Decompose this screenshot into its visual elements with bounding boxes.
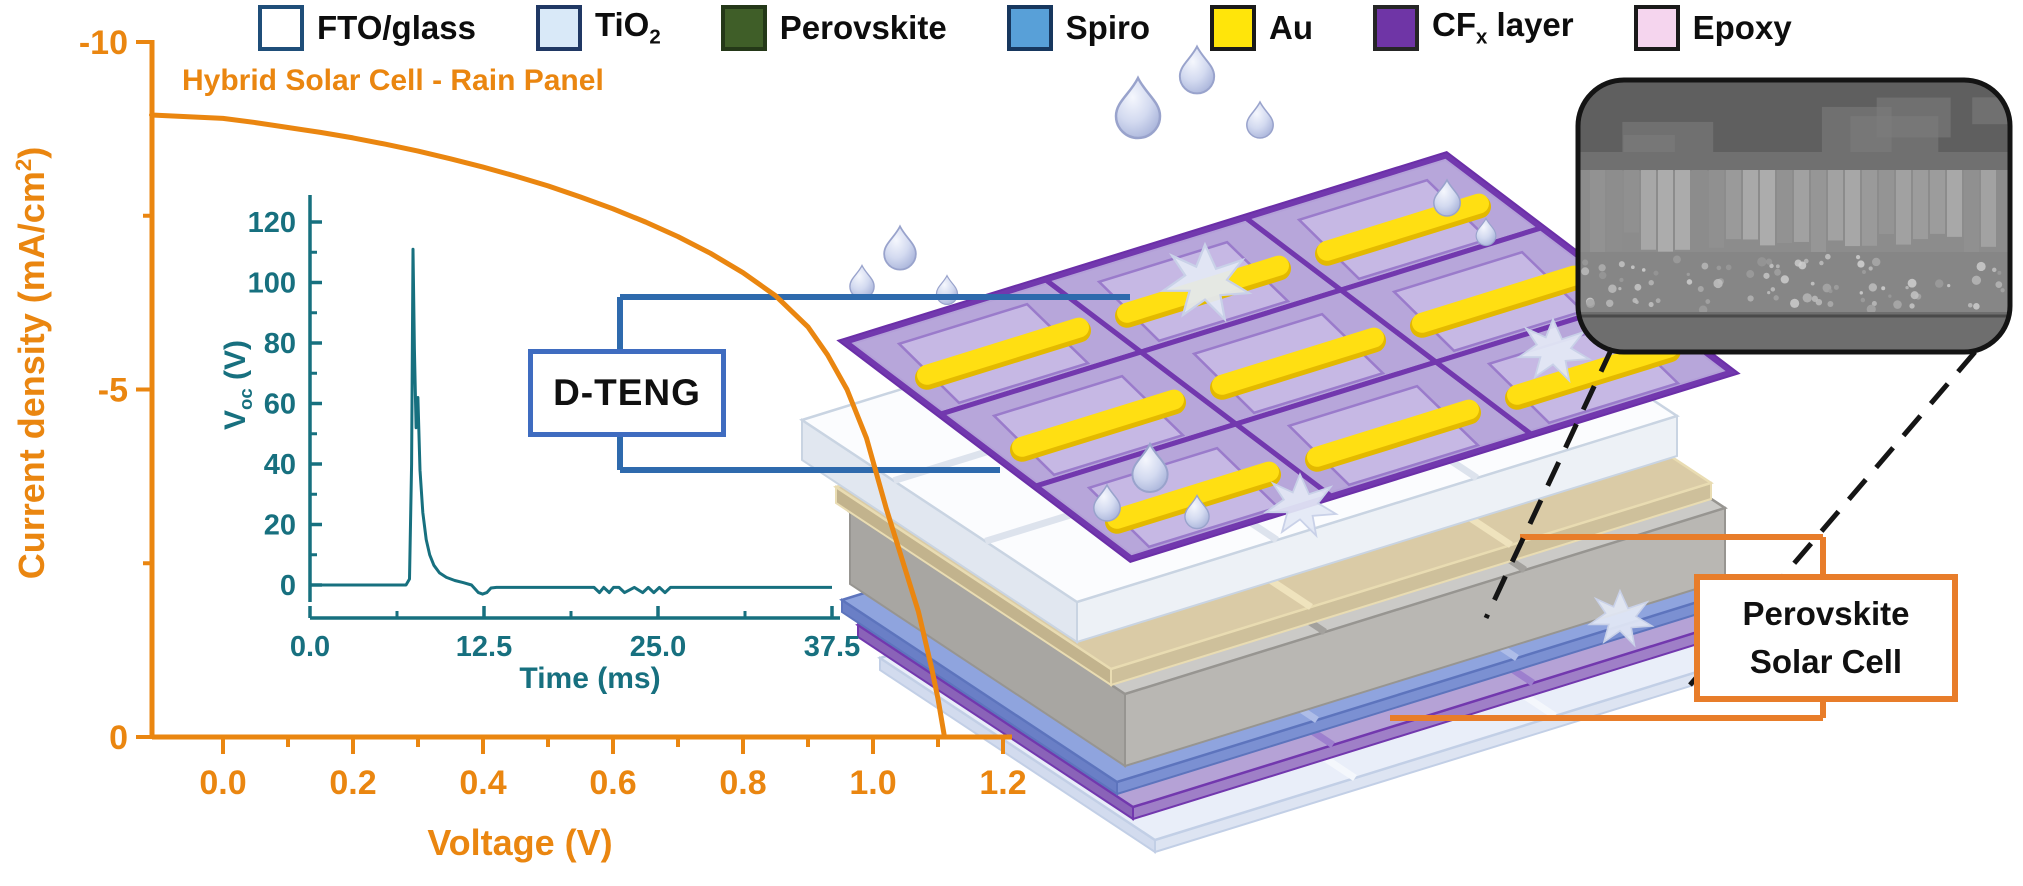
- legend-label: Perovskite: [779, 9, 947, 46]
- legend-item-tio: TiO2: [535, 5, 661, 51]
- rain-droplet-icon: [1114, 75, 1162, 140]
- voc-y-tick-label: 120: [248, 207, 296, 239]
- jv-y-axis-label: Current density (mA/cm2): [11, 83, 57, 643]
- jv-curve: [149, 112, 947, 740]
- dteng-label-box: D-TENG: [528, 349, 726, 437]
- voc-y-tick-label: 60: [264, 389, 296, 421]
- sem-dashed-line-right: [1688, 350, 1977, 687]
- legend-item-perovskite: Perovskite: [720, 5, 947, 51]
- jv-x-axis-label: Voltage (V): [427, 822, 613, 863]
- jv-x-tick-label: 0.6: [589, 764, 636, 802]
- au-bar: [917, 317, 1089, 385]
- rain-droplet-icon: [1433, 178, 1461, 217]
- au-bar: [1212, 327, 1384, 395]
- jv-x-tick-label: 0.2: [329, 764, 376, 802]
- rain-droplet-icon: [1246, 100, 1274, 139]
- au-bar: [1107, 461, 1279, 529]
- jv-plot-axes: 0.0 0.2 0.4 0.6 0.8 1.0 1.2 -10 -5 0: [79, 24, 1027, 802]
- au-bar: [1307, 399, 1479, 467]
- voc-y-tick-label: 80: [264, 328, 296, 360]
- jv-y-axis-label-close: ): [11, 146, 52, 159]
- voc-y-axis-label: Voc (V): [219, 220, 256, 550]
- voc-plot-axes: 0.0 12.5 25.0 37.5 0 20 40 60 80 100 120: [248, 195, 860, 663]
- water-splat-icon: [1262, 472, 1339, 539]
- rain-droplets: [849, 44, 1497, 530]
- legend-label: FTO/glass: [317, 9, 476, 46]
- legend-label: CFx layer: [1432, 6, 1574, 49]
- rain-droplet-icon: [1131, 441, 1169, 493]
- legend-label: Au: [1269, 9, 1314, 46]
- voc-y-tick-label: 40: [264, 449, 296, 481]
- jv-x-tick-label: 1.2: [979, 764, 1026, 802]
- jv-x-tick-label: 0.4: [459, 764, 506, 802]
- voc-y-axis-label-close: (V): [219, 339, 252, 389]
- legend-swatch-icon: [1633, 5, 1680, 51]
- legend-item-au: Au: [1210, 5, 1313, 51]
- jv-curve-line: [149, 112, 947, 740]
- water-splat-icon: [1515, 317, 1592, 384]
- water-splat-icon: [1159, 241, 1253, 323]
- chart-title: Hybrid Solar Cell - Rain Panel: [182, 64, 604, 97]
- rain-droplet-icon: [935, 274, 959, 305]
- jv-y-tick-label: -10: [79, 24, 128, 62]
- voc-y-tick-label: 100: [248, 268, 296, 300]
- rain-droplet-icon: [1093, 483, 1121, 522]
- voc-x-axis-label: Time (ms): [519, 662, 661, 695]
- legend-label: Spiro: [1065, 9, 1151, 46]
- legend-item-fto-glass: FTO/glass: [258, 5, 476, 51]
- legend-swatch-icon: [535, 5, 582, 51]
- au-bar: [1412, 265, 1584, 333]
- sem-cross-section-image: [1575, 77, 2013, 355]
- jv-y-axis-label-sup: 2: [11, 158, 36, 172]
- legend-item-cf: CFx layer: [1373, 5, 1574, 51]
- psc-label-line2: Solar Cell: [1749, 643, 1903, 680]
- voc-x-tick-label: 12.5: [456, 631, 512, 663]
- legend-label: Epoxy: [1692, 9, 1792, 46]
- jv-y-tick-label: -5: [98, 372, 128, 410]
- au-electrode-bars: [915, 193, 1681, 534]
- legend-item-spiro: Spiro: [1006, 5, 1151, 51]
- voc-y-axis-label-sub: oc: [235, 388, 256, 411]
- rain-droplet-icon: [1184, 493, 1210, 530]
- sem-pointer-dashed-lines: [1483, 346, 1977, 687]
- jv-y-tick-label: 0: [109, 719, 128, 757]
- rain-droplet-icon: [1178, 44, 1216, 95]
- legend-item-epoxy: Epoxy: [1633, 5, 1792, 51]
- legend-swatch-icon: [1006, 5, 1053, 51]
- legend-swatch-icon: [1210, 5, 1257, 51]
- voc-y-axis-label-text: V: [219, 410, 252, 431]
- rain-droplet-icon: [1475, 217, 1497, 247]
- legend-swatch-icon: [1373, 5, 1420, 51]
- sem-dashed-line-left: [1483, 346, 1615, 620]
- au-bar: [1507, 337, 1679, 405]
- sem-photo-border: [1575, 77, 2013, 355]
- voc-x-tick-label: 0.0: [290, 631, 330, 663]
- sem-photo-texture: [1578, 80, 2010, 352]
- legend-swatch-icon: [720, 5, 767, 51]
- jv-y-axis-label-text: Current density (mA/cm: [11, 171, 52, 580]
- layer-legend: FTO/glass TiO2 Perovskite Spiro Au CFx layer E…: [258, 0, 1792, 56]
- legend-swatch-icon: [258, 5, 304, 51]
- rain-droplet-icon: [883, 224, 917, 271]
- psc-label-box: Perovskite Solar Cell: [1694, 574, 1958, 702]
- voc-trace: [310, 247, 832, 596]
- jv-x-tick-label: 0.8: [719, 764, 766, 802]
- voc-y-tick-label: 20: [264, 510, 296, 542]
- voc-x-tick-label: 37.5: [804, 631, 860, 663]
- voc-y-tick-label: 0: [280, 570, 296, 602]
- jv-x-tick-label: 1.0: [849, 764, 896, 802]
- water-splats: [1159, 241, 1655, 648]
- voc-trace-line: [310, 247, 832, 596]
- legend-label: TiO2: [594, 6, 661, 49]
- water-splat-icon: [1587, 588, 1655, 648]
- psc-label-line1: Perovskite: [1742, 595, 1910, 633]
- rain-droplet-icon: [849, 263, 875, 300]
- au-bar: [1012, 389, 1184, 457]
- voc-x-tick-label: 25.0: [630, 631, 686, 663]
- jv-x-tick-label: 0.0: [199, 764, 246, 802]
